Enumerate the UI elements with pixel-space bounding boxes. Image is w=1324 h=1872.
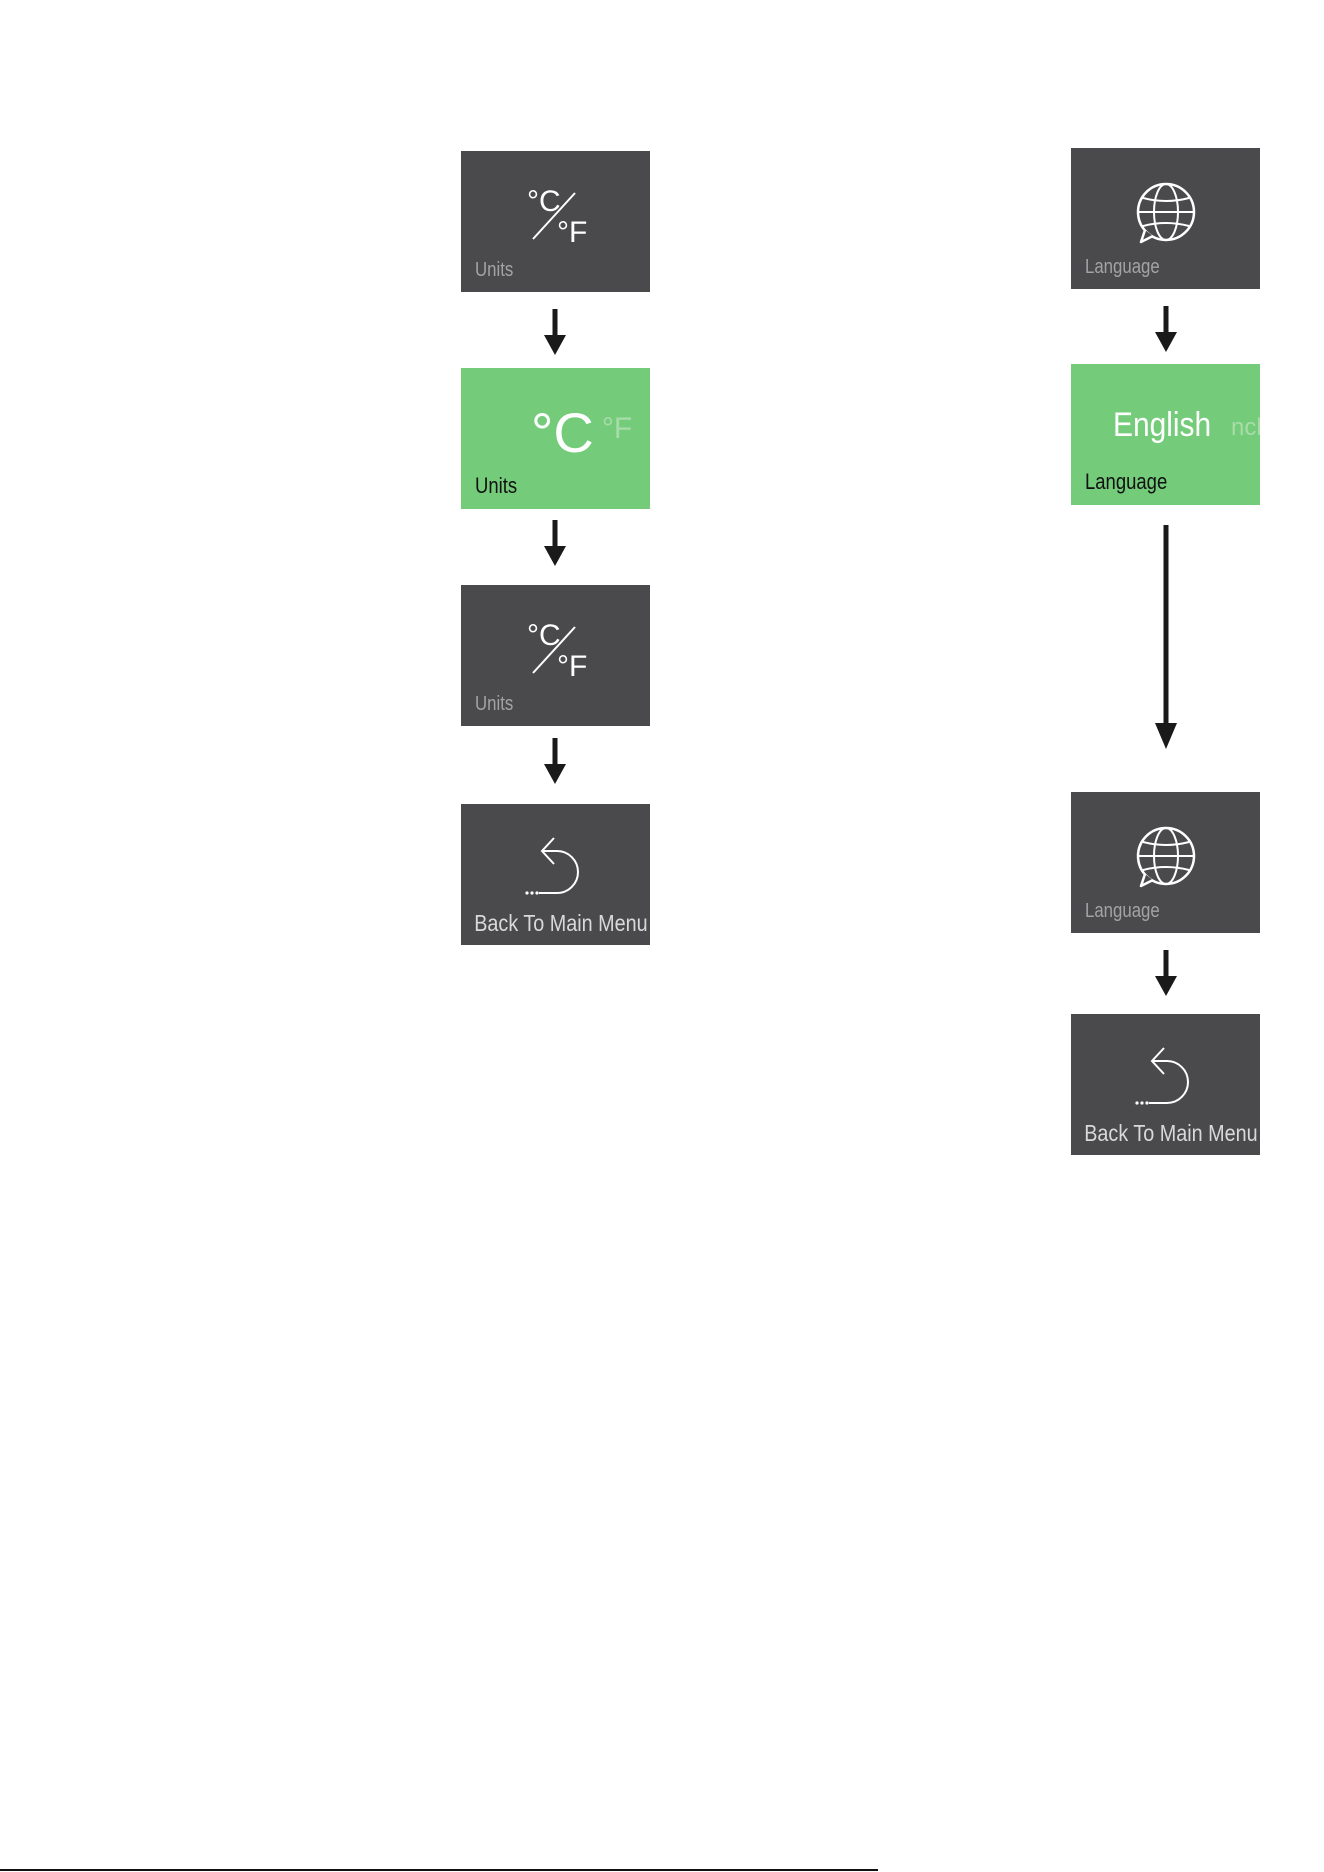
units-tile[interactable]: °C °F Units [461,151,650,292]
language-alternate-value: nch [1231,414,1260,442]
language-selected-value: English [1113,406,1211,445]
back-return-icon [461,804,650,914]
language-label: Language [1085,256,1160,279]
back-to-main-menu-tile[interactable]: Back To Main Menu [461,804,650,945]
language-value[interactable]: nch English [1113,406,1225,445]
units-label: Units [475,693,513,716]
language-label: Language [1085,900,1160,923]
celsius-fahrenheit-icon: °C °F [461,585,650,695]
celsius-fahrenheit-icon: °C °F [461,151,650,261]
language-selector-tile[interactable]: nch English Language [1071,364,1260,505]
down-arrow-icon [1151,950,1181,998]
language-tile[interactable]: Language [1071,148,1260,289]
globe-chat-icon [1071,792,1260,902]
units-selected-value: °C [531,401,594,464]
back-return-icon [1071,1014,1260,1124]
language-tile-confirmed[interactable]: Language [1071,792,1260,933]
back-to-main-menu-label: Back To Main Menu [474,910,637,937]
svg-text:°F: °F [557,650,587,683]
units-label: Units [475,259,513,282]
down-arrow-icon [1151,306,1181,354]
down-arrow-long-icon [1151,525,1181,751]
svg-text:°F: °F [557,216,587,249]
language-label-active: Language [1085,469,1167,495]
units-label-active: Units [475,473,517,499]
units-tile-confirmed[interactable]: °C °F Units [461,585,650,726]
down-arrow-icon [540,738,570,786]
globe-chat-icon [1071,148,1260,258]
down-arrow-icon [540,520,570,568]
down-arrow-icon [540,309,570,357]
back-to-main-menu-label: Back To Main Menu [1084,1120,1247,1147]
units-alternate-value: °F [602,412,632,445]
back-to-main-menu-tile[interactable]: Back To Main Menu [1071,1014,1260,1155]
units-selector-tile[interactable]: °C°F Units [461,368,650,509]
units-value[interactable]: °C°F [531,400,632,465]
page-bottom-rule [0,1869,878,1871]
